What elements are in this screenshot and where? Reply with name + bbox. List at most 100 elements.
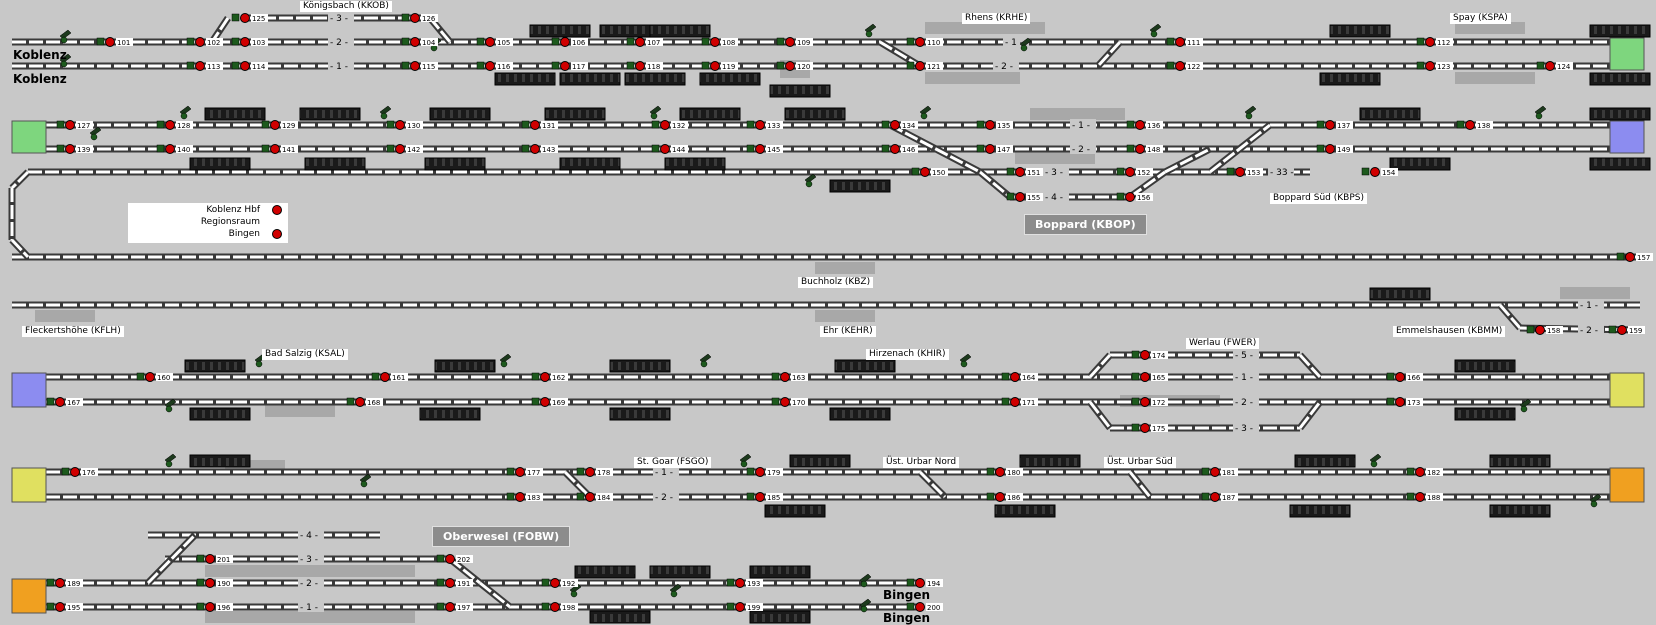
signal-icon[interactable] bbox=[240, 37, 250, 47]
track-segment[interactable] bbox=[1298, 353, 1322, 379]
signal-icon[interactable] bbox=[195, 61, 205, 71]
signal-icon[interactable] bbox=[995, 467, 1005, 477]
signal-icon[interactable] bbox=[205, 554, 215, 564]
signal-icon[interactable] bbox=[660, 120, 670, 130]
signal-icon[interactable] bbox=[515, 467, 525, 477]
signal-icon[interactable] bbox=[915, 61, 925, 71]
signal-icon[interactable] bbox=[660, 144, 670, 154]
signal-icon[interactable] bbox=[755, 120, 765, 130]
signal-icon[interactable] bbox=[485, 37, 495, 47]
exit-box[interactable] bbox=[11, 120, 47, 154]
signal-icon[interactable] bbox=[1210, 467, 1220, 477]
signal-icon[interactable] bbox=[1325, 144, 1335, 154]
exit-box[interactable] bbox=[11, 578, 47, 614]
signal-icon[interactable] bbox=[985, 120, 995, 130]
signal-icon[interactable] bbox=[65, 120, 75, 130]
track-segment[interactable] bbox=[1088, 401, 1112, 429]
signal-icon[interactable] bbox=[560, 37, 570, 47]
signal-icon[interactable] bbox=[410, 13, 420, 23]
station-box-fobw[interactable]: Oberwesel (FOBW) bbox=[432, 526, 571, 547]
signal-icon[interactable] bbox=[1210, 492, 1220, 502]
signal-icon[interactable] bbox=[1175, 61, 1185, 71]
signal-icon[interactable] bbox=[445, 578, 455, 588]
signal-icon[interactable] bbox=[785, 37, 795, 47]
signal-icon[interactable] bbox=[445, 554, 455, 564]
signal-icon[interactable] bbox=[890, 120, 900, 130]
signal-icon[interactable] bbox=[1125, 167, 1135, 177]
track-segment[interactable] bbox=[1129, 170, 1166, 199]
signal-icon[interactable] bbox=[755, 492, 765, 502]
track-segment[interactable] bbox=[1298, 401, 1322, 429]
track-segment[interactable] bbox=[146, 533, 197, 585]
signal-icon[interactable] bbox=[735, 578, 745, 588]
signal-icon[interactable] bbox=[780, 397, 790, 407]
track-segment[interactable] bbox=[918, 470, 947, 499]
signal-icon[interactable] bbox=[65, 144, 75, 154]
signal-icon[interactable] bbox=[915, 37, 925, 47]
signal-icon[interactable] bbox=[530, 144, 540, 154]
signal-icon[interactable] bbox=[205, 602, 215, 612]
signal-icon[interactable] bbox=[410, 61, 420, 71]
signal-icon[interactable] bbox=[240, 61, 250, 71]
signal-icon[interactable] bbox=[995, 492, 1005, 502]
track-segment[interactable] bbox=[1096, 40, 1122, 68]
signal-icon[interactable] bbox=[55, 397, 65, 407]
signal-icon[interactable] bbox=[1015, 167, 1025, 177]
exit-box[interactable] bbox=[11, 467, 47, 503]
signal-icon[interactable] bbox=[1010, 397, 1020, 407]
signal-icon[interactable] bbox=[70, 467, 80, 477]
signal-icon[interactable] bbox=[1175, 37, 1185, 47]
signal-icon[interactable] bbox=[410, 37, 420, 47]
signal-icon[interactable] bbox=[1140, 372, 1150, 382]
track-segment[interactable] bbox=[10, 238, 30, 259]
signal-icon[interactable] bbox=[270, 144, 280, 154]
signal-icon[interactable] bbox=[380, 372, 390, 382]
signal-icon[interactable] bbox=[515, 492, 525, 502]
signal-icon[interactable] bbox=[1617, 325, 1627, 335]
signal-icon[interactable] bbox=[785, 61, 795, 71]
exit-box[interactable] bbox=[1609, 120, 1645, 154]
signal-icon[interactable] bbox=[1325, 120, 1335, 130]
signal-icon[interactable] bbox=[755, 144, 765, 154]
track-segment[interactable] bbox=[479, 581, 511, 609]
signal-icon[interactable] bbox=[1135, 120, 1145, 130]
signal-icon[interactable] bbox=[55, 602, 65, 612]
signal-icon[interactable] bbox=[1125, 192, 1135, 202]
signal-icon[interactable] bbox=[1135, 144, 1145, 154]
signal-icon[interactable] bbox=[920, 167, 930, 177]
signal-icon[interactable] bbox=[635, 37, 645, 47]
track-segment[interactable] bbox=[1498, 304, 1522, 329]
signal-icon[interactable] bbox=[550, 602, 560, 612]
signal-icon[interactable] bbox=[1425, 37, 1435, 47]
signal-icon[interactable] bbox=[165, 144, 175, 154]
signal-icon[interactable] bbox=[1010, 372, 1020, 382]
signal-icon[interactable] bbox=[1235, 167, 1245, 177]
exit-box[interactable] bbox=[1609, 37, 1645, 71]
signal-icon[interactable] bbox=[395, 120, 405, 130]
signal-icon[interactable] bbox=[395, 144, 405, 154]
signal-icon[interactable] bbox=[735, 602, 745, 612]
signal-icon[interactable] bbox=[485, 61, 495, 71]
exit-box[interactable] bbox=[11, 372, 47, 408]
track-segment[interactable] bbox=[1209, 123, 1271, 174]
signal-icon[interactable] bbox=[1425, 61, 1435, 71]
signal-icon[interactable] bbox=[710, 61, 720, 71]
signal-icon[interactable] bbox=[270, 120, 280, 130]
signal-icon[interactable] bbox=[780, 372, 790, 382]
legend-signal-icon[interactable] bbox=[272, 205, 282, 215]
signal-icon[interactable] bbox=[1415, 492, 1425, 502]
exit-box[interactable] bbox=[1609, 372, 1645, 408]
signal-icon[interactable] bbox=[915, 602, 925, 612]
signal-icon[interactable] bbox=[530, 120, 540, 130]
signal-icon[interactable] bbox=[1140, 423, 1150, 433]
signal-icon[interactable] bbox=[240, 13, 250, 23]
signal-icon[interactable] bbox=[585, 492, 595, 502]
signal-icon[interactable] bbox=[540, 372, 550, 382]
track-segment[interactable] bbox=[563, 470, 592, 499]
track-segment[interactable] bbox=[1088, 353, 1112, 379]
signal-icon[interactable] bbox=[355, 397, 365, 407]
signal-icon[interactable] bbox=[635, 61, 645, 71]
signal-icon[interactable] bbox=[1395, 397, 1405, 407]
track-segment[interactable] bbox=[1128, 471, 1152, 498]
signal-icon[interactable] bbox=[55, 578, 65, 588]
